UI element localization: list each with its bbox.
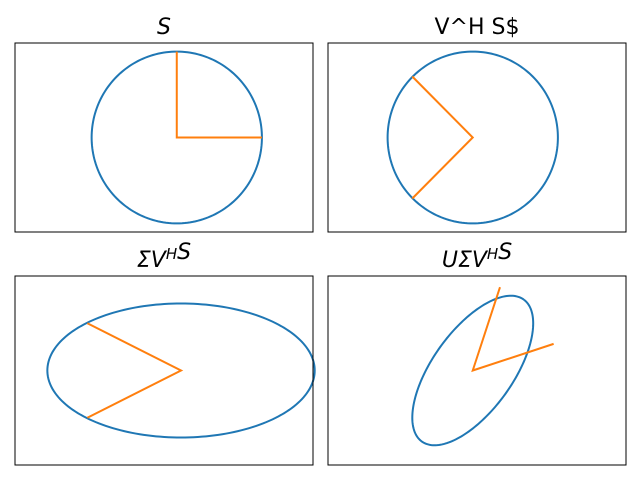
axes-frame xyxy=(14,275,314,466)
ellipse-curve xyxy=(46,302,316,439)
subplot-u-sigma-vh-s: UΣVHS xyxy=(327,240,627,466)
singular-vectors xyxy=(411,75,475,200)
subplot-title: S xyxy=(157,15,171,40)
singular-vectors xyxy=(471,286,554,373)
subplot-title: V^H S$ xyxy=(435,15,520,40)
axes-frame xyxy=(327,42,627,233)
ellipse-curve xyxy=(90,50,263,225)
ellipse-curve xyxy=(386,50,559,225)
singular-vectors xyxy=(86,322,184,419)
axes-frame xyxy=(327,275,627,466)
subplot-title: ΣVHS xyxy=(137,240,191,273)
subplot-sigma-vh-s: ΣVHS xyxy=(14,240,316,466)
subplot-title: UΣVHS xyxy=(442,240,512,273)
axes-frame xyxy=(14,42,314,233)
subplot-s: S xyxy=(14,15,314,233)
subplot-vh-s: V^H S$ xyxy=(327,15,627,233)
ellipse-curve xyxy=(411,294,535,447)
singular-vectors xyxy=(175,51,262,139)
